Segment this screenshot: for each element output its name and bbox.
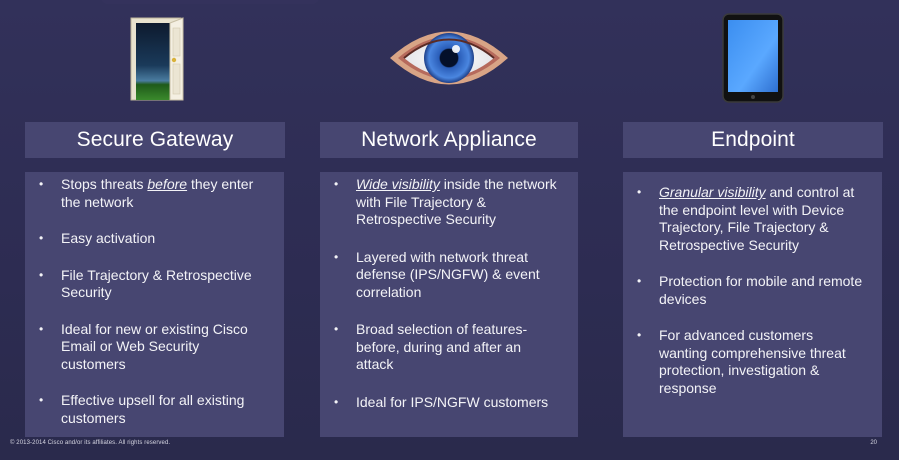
tablet-icon <box>722 13 784 103</box>
bullet-list: Wide visibility inside the network with … <box>334 176 560 411</box>
bullet-list: Granular visibility and control at the e… <box>637 184 864 397</box>
column-content: Stops threats before they enter the netw… <box>25 172 284 437</box>
list-item: Effective upsell for all existing custom… <box>39 392 266 427</box>
column-content: Wide visibility inside the network with … <box>320 172 578 437</box>
eye-icon <box>390 31 508 85</box>
cropped-title-remnant <box>100 0 320 4</box>
list-item: Ideal for IPS/NGFW customers <box>334 394 560 412</box>
column-content: Granular visibility and control at the e… <box>623 172 882 437</box>
open-door-icon <box>130 17 184 101</box>
list-item: Stops threats before they enter the netw… <box>39 176 266 211</box>
list-item: Broad selection of features- before, dur… <box>334 321 560 374</box>
icon-container <box>320 8 578 108</box>
list-item: Granular visibility and control at the e… <box>637 184 864 254</box>
page-number: 20 <box>870 440 877 446</box>
icon-container <box>25 8 287 108</box>
column-header: Secure Gateway <box>25 122 285 158</box>
list-item: Layered with network threat defense (IPS… <box>334 249 560 302</box>
column-header: Network Appliance <box>320 122 578 158</box>
list-item: Protection for mobile and remote devices <box>637 273 864 308</box>
list-item: Easy activation <box>39 230 266 248</box>
list-item: Ideal for new or existing Cisco Email or… <box>39 321 266 374</box>
list-item: Wide visibility inside the network with … <box>334 176 560 229</box>
column-header: Endpoint <box>623 122 883 158</box>
bullet-list: Stops threats before they enter the netw… <box>39 176 266 427</box>
list-item: File Trajectory & Retrospective Security <box>39 267 266 302</box>
copyright-footer: © 2013-2014 Cisco and/or its affiliates.… <box>10 440 171 446</box>
icon-container <box>623 8 883 108</box>
list-item: For advanced customers wanting comprehen… <box>637 327 864 397</box>
